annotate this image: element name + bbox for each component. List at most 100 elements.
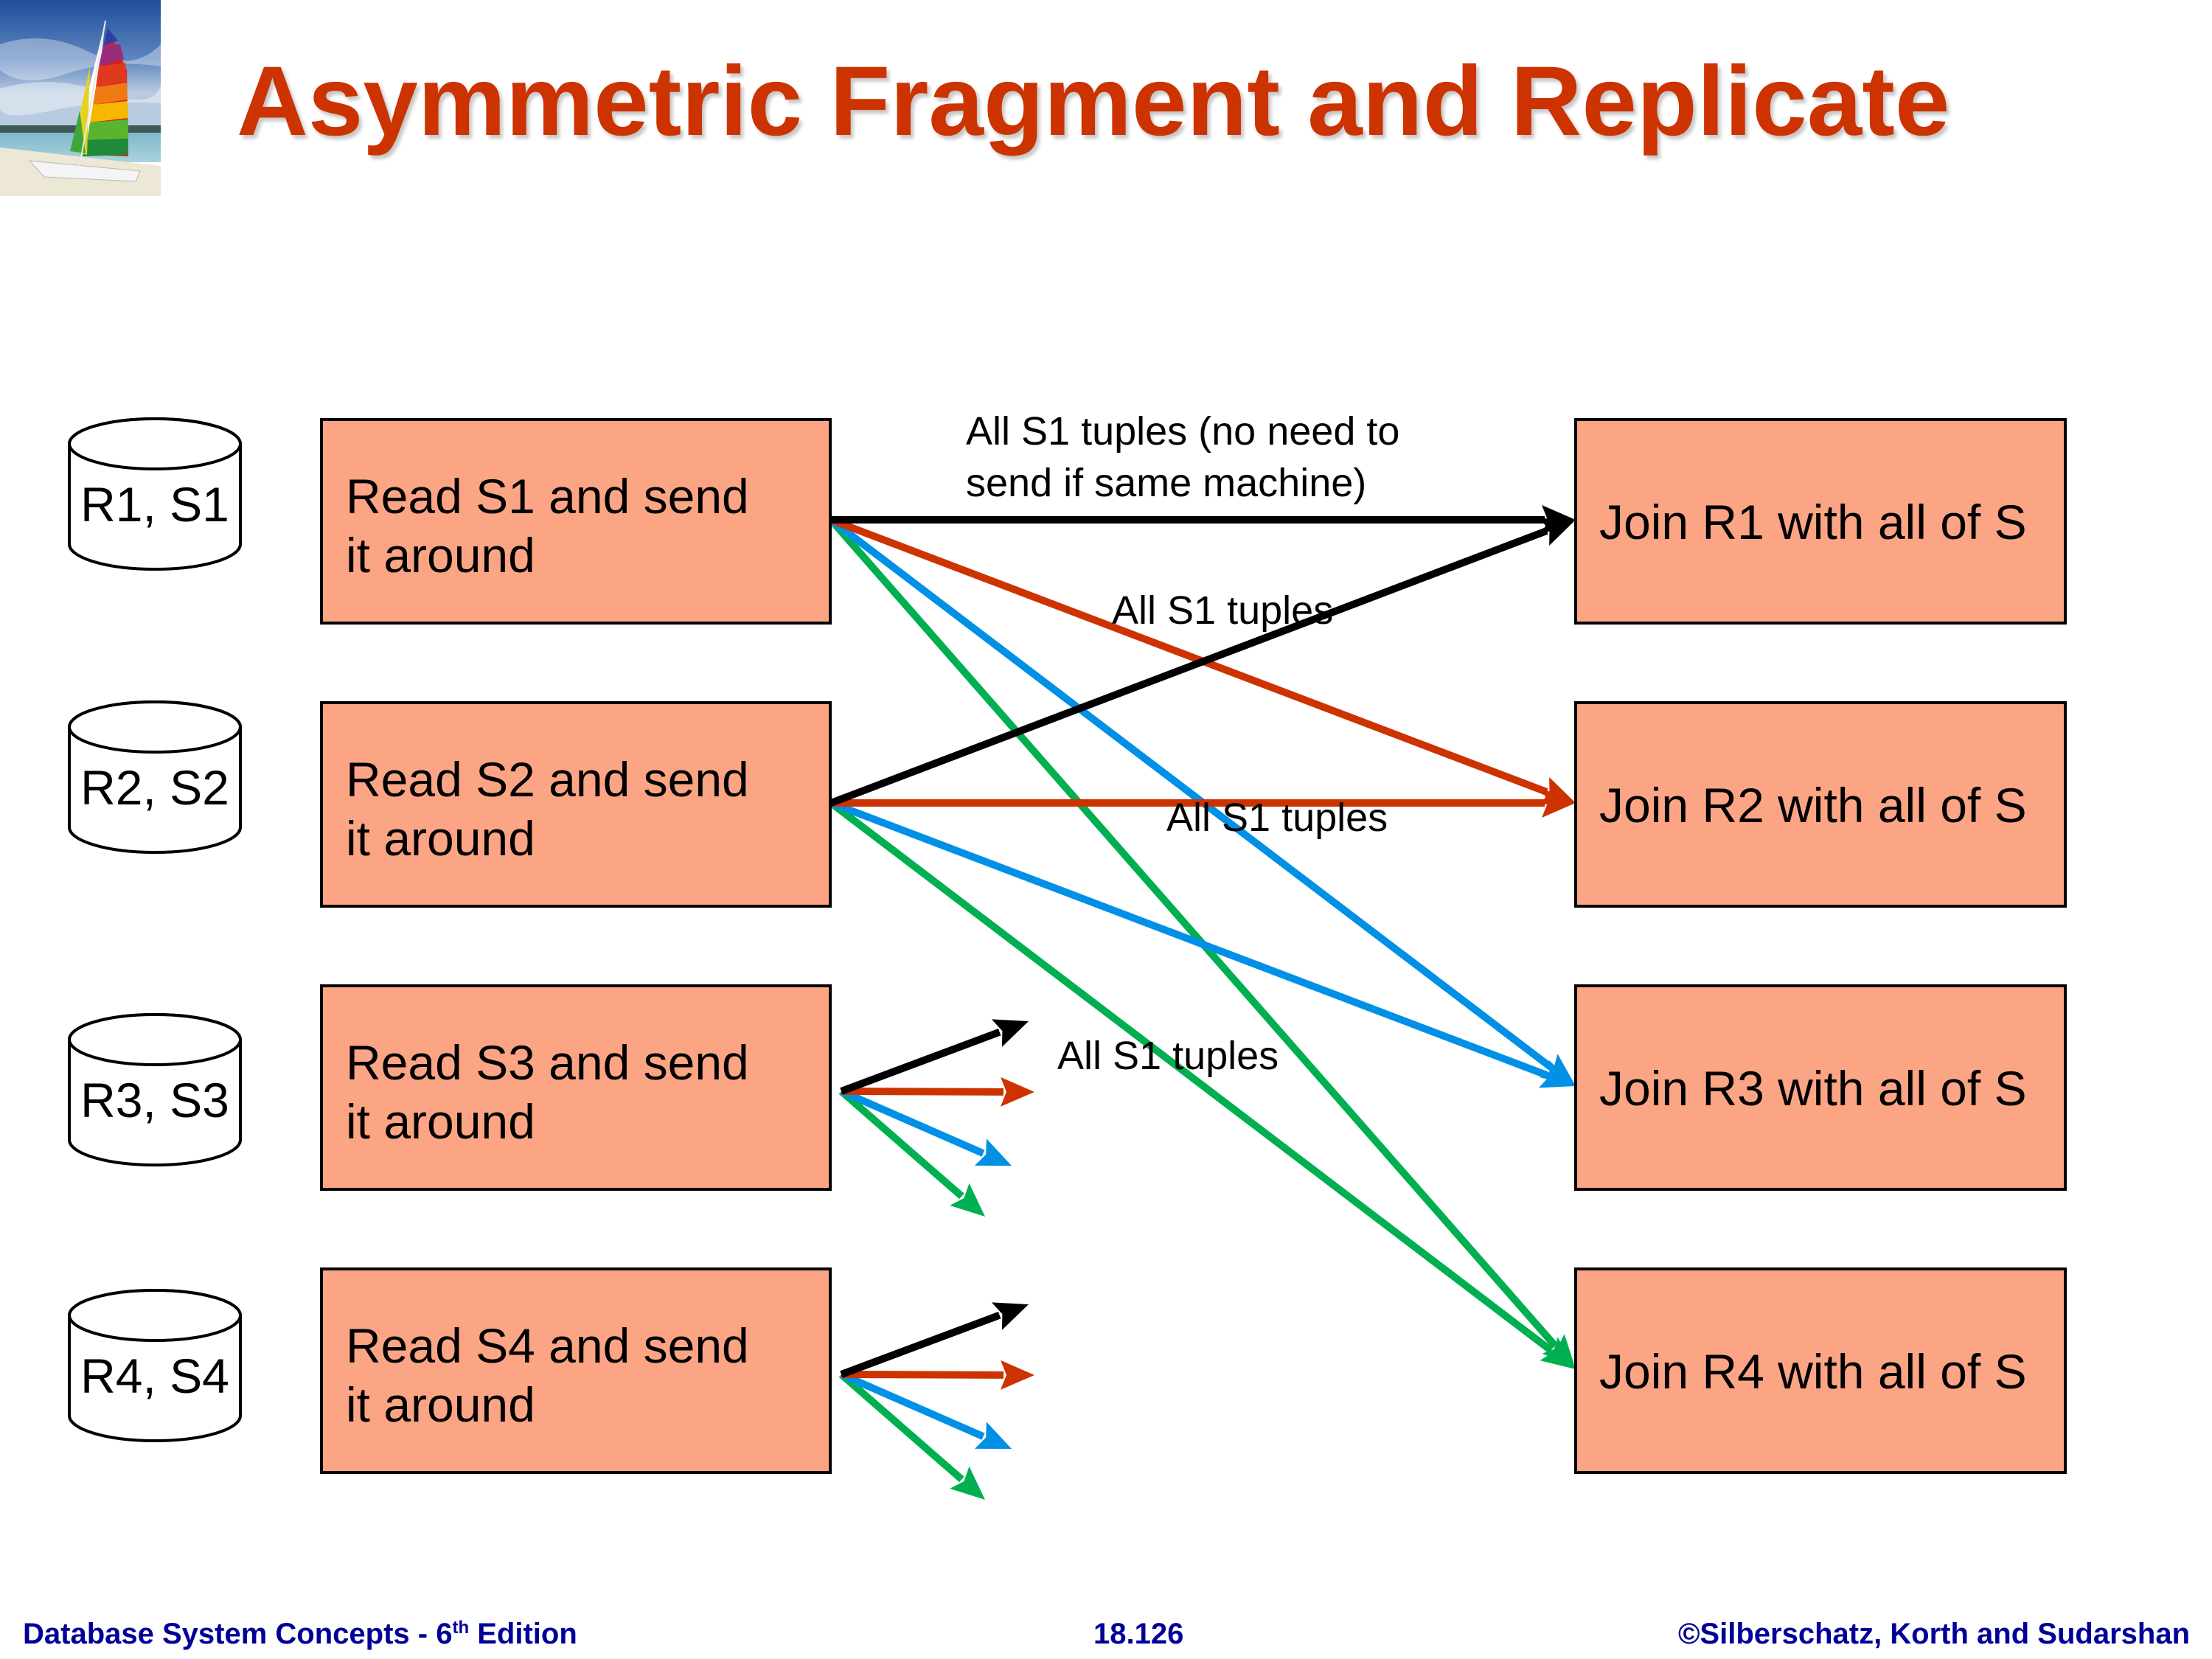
edge-label-line: send if same machine)	[966, 461, 1366, 505]
fan-arrow-s3-4	[838, 1088, 985, 1217]
reader-box-rect	[320, 1267, 832, 1474]
edge-line	[830, 527, 1548, 807]
fan-arrow-s4-4	[838, 1371, 985, 1500]
footer-copyright: ©Silberschatz, Korth and Sudarshan	[1677, 1618, 2190, 1650]
reader-box-rect	[320, 701, 832, 908]
edge-line	[839, 1371, 985, 1440]
disk-label: R1, S1	[80, 477, 229, 532]
disk-cylinder-site-1: R1, S1	[68, 417, 242, 571]
fan-arrow-s3-1	[840, 1019, 1029, 1095]
arrowhead-icon	[974, 1422, 1012, 1449]
edge-line	[840, 1029, 1001, 1095]
arrowhead-icon	[974, 1138, 1012, 1166]
arrowhead-icon	[1542, 788, 1576, 818]
sailboat-logo-image	[0, 0, 161, 196]
edge-line	[841, 1371, 1004, 1379]
arrowhead-icon	[1538, 1060, 1576, 1088]
edge-label-1: All S1 tuples (no need to send if same ma…	[966, 409, 1399, 505]
reader-box-rect	[320, 418, 832, 625]
join-box-rect	[1574, 984, 2067, 1191]
footer-book-title-suffix: Edition	[469, 1618, 577, 1650]
reader-box-text-line: it around	[346, 811, 535, 866]
disk-top-ellipse	[68, 1289, 242, 1342]
join-box-site-4: Join R4 with all of S	[1574, 1267, 2067, 1474]
join-box-site-1: Join R1 with all of S	[1574, 418, 2067, 625]
reader-box-text-line: Read S3 and send	[346, 1035, 749, 1090]
edge-line	[838, 1371, 964, 1483]
edge-s2-to-r3	[830, 799, 1576, 1088]
edge-label-4: All S1 tuples	[1057, 1034, 1279, 1078]
join-box-rect	[1574, 418, 2067, 625]
fan-arrow-s4-3	[839, 1371, 1012, 1449]
edge-line	[828, 517, 1554, 1071]
disk-top-ellipse	[68, 1013, 242, 1066]
arrowhead-icon	[950, 1183, 985, 1217]
arrowhead-icon	[1540, 1337, 1576, 1369]
edge-label-line: All S1 tuples (no need to	[966, 409, 1399, 453]
footer-book-title: Database System Concepts - 6th Edition	[23, 1619, 577, 1649]
slide-title: Asymmetric Fragment and Replicate	[237, 46, 1950, 156]
join-box-text: Join R4 with all of S	[1599, 1344, 2027, 1399]
join-box-text: Join R3 with all of S	[1599, 1061, 2027, 1116]
reader-box-text-line: it around	[346, 1094, 535, 1149]
edge-line	[838, 1088, 964, 1200]
edge-line	[830, 799, 1548, 1079]
edge-labels-layer: All S1 tuples (no need to send if same ma…	[966, 409, 1399, 1078]
disk-cylinder-site-4: R4, S4	[68, 1289, 242, 1442]
join-box-rect	[1574, 1267, 2067, 1474]
edges-layer	[828, 505, 1576, 1500]
arrowhead-icon	[950, 1466, 985, 1500]
disk-label: R4, S4	[80, 1349, 229, 1403]
disk-label: R2, S2	[80, 760, 229, 815]
arrowhead-icon	[1000, 1360, 1034, 1390]
join-box-site-2: Join R2 with all of S	[1574, 701, 2067, 908]
edge-line	[839, 1088, 985, 1157]
edge-s2-to-r1	[830, 518, 1576, 807]
reader-box-rect	[320, 984, 832, 1191]
reader-box-text-line: it around	[346, 528, 535, 582]
disk-cylinder-site-2: R2, S2	[68, 700, 242, 854]
fan-arrow-s3-2	[841, 1077, 1034, 1107]
footer-book-title-prefix: Database System Concepts - 6	[23, 1618, 453, 1650]
reader-box-text-line: Read S2 and send	[346, 752, 749, 807]
edge-s2-to-r2	[831, 788, 1576, 818]
edge-line	[828, 517, 1559, 1349]
join-box-site-3: Join R3 with all of S	[1574, 984, 2067, 1191]
disk-cylinder-site-3: R3, S3	[68, 1013, 242, 1166]
edge-label-line: All S1 tuples	[1057, 1034, 1279, 1078]
disk-top-ellipse	[68, 417, 242, 470]
edge-line	[840, 1312, 1001, 1378]
arrowhead-icon	[1000, 1077, 1034, 1107]
join-box-rect	[1574, 701, 2067, 908]
edge-label-2: All S1 tuples	[1112, 588, 1333, 633]
edge-label-line: All S1 tuples	[1166, 796, 1388, 840]
join-box-text: Join R2 with all of S	[1599, 778, 2027, 832]
edge-line	[828, 800, 1554, 1354]
arrowhead-icon	[1538, 518, 1576, 546]
fan-arrow-s3-3	[839, 1088, 1012, 1166]
fan-arrow-s4-2	[841, 1360, 1034, 1390]
edge-label-3: All S1 tuples	[1166, 796, 1388, 840]
arrowhead-icon	[991, 1019, 1029, 1047]
edge-label-line: All S1 tuples	[1112, 588, 1333, 633]
edge-s1-to-r1	[831, 505, 1576, 535]
edge-line	[830, 516, 1548, 796]
reader-box-text-line: it around	[346, 1377, 535, 1432]
edge-line	[841, 1088, 1004, 1096]
disk-top-ellipse	[68, 700, 242, 754]
footer-slide-number: 18.126	[1093, 1618, 1184, 1650]
disk-label: R3, S3	[80, 1073, 229, 1127]
footer-edition-superscript: th	[452, 1618, 470, 1638]
arrowhead-icon	[991, 1302, 1029, 1330]
reader-box-text-line: Read S4 and send	[346, 1318, 749, 1373]
fan-arrow-s4-1	[840, 1302, 1029, 1378]
join-box-text: Join R1 with all of S	[1599, 495, 2027, 549]
reader-box-text-line: Read S1 and send	[346, 469, 749, 524]
edge-s2-to-r4	[828, 800, 1576, 1369]
